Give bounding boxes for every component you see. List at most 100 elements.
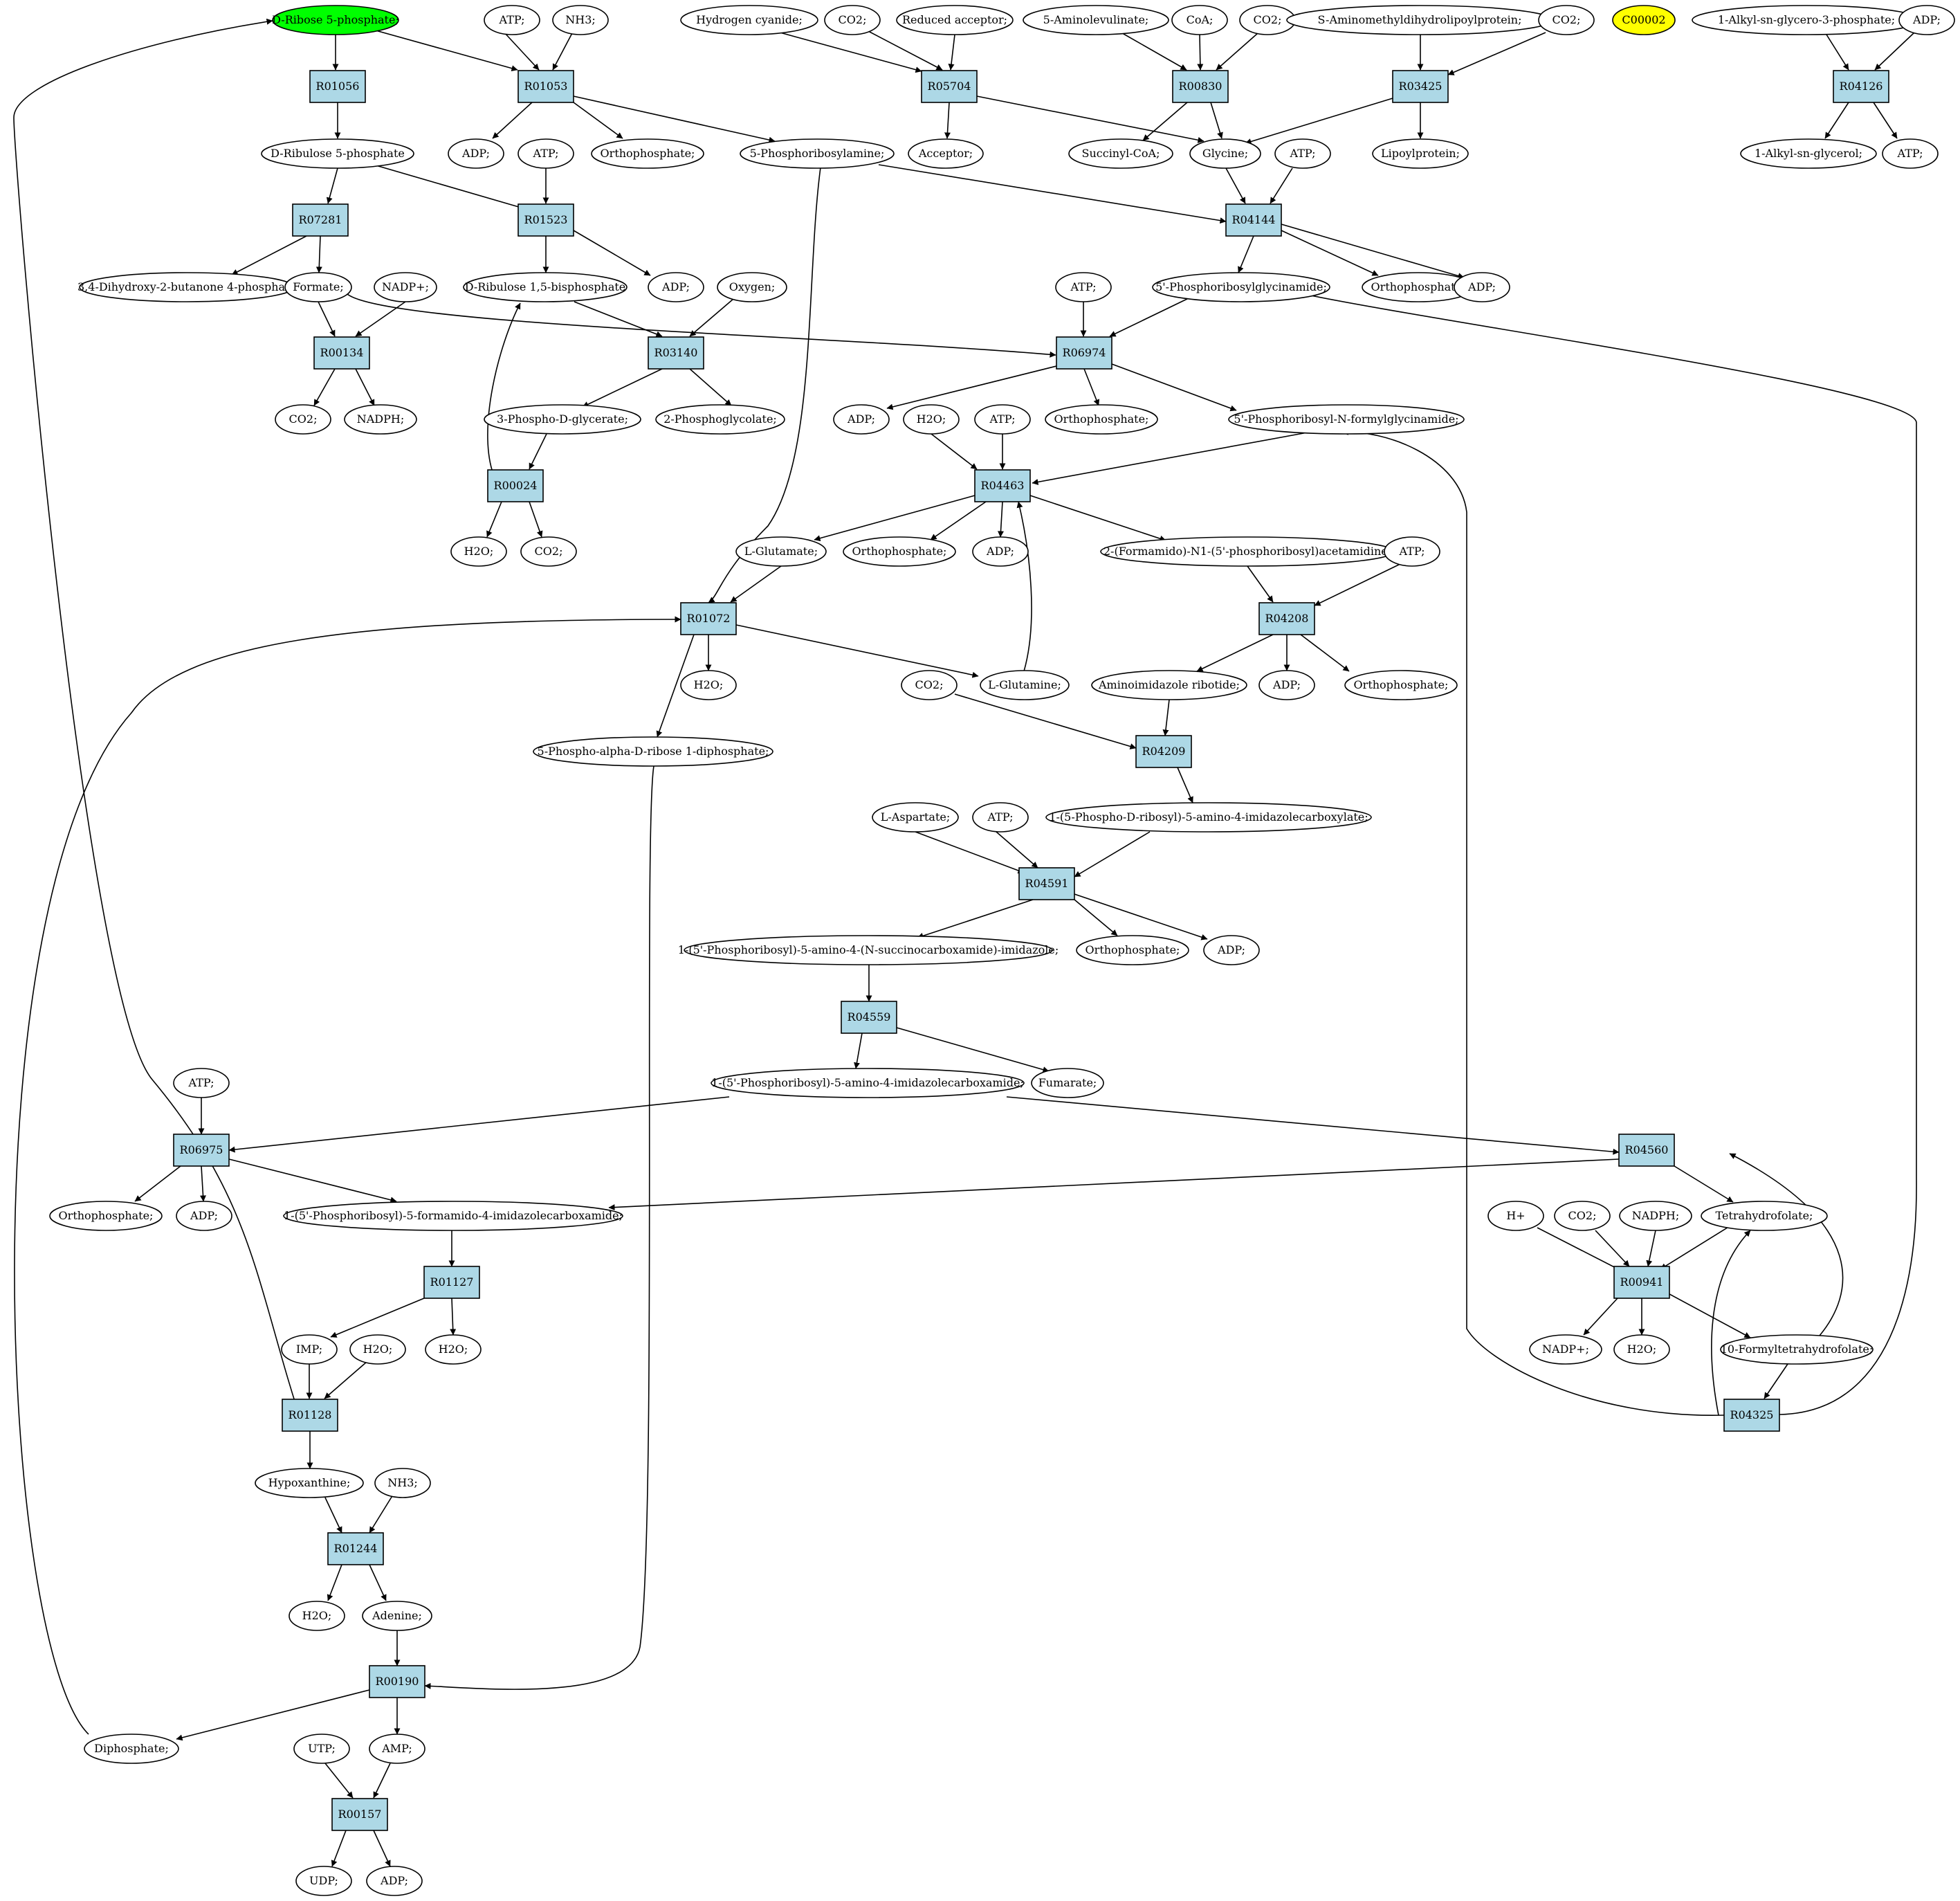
reaction-node-r-R01523[interactable]: R01523 — [518, 203, 574, 237]
reaction-node-r-R04591[interactable]: R04591 — [1018, 867, 1075, 900]
compound-node-c-pi6[interactable]: Orthophosphate; — [1076, 935, 1189, 965]
reaction-node-r-R00157[interactable]: R00157 — [331, 1798, 388, 1831]
reaction-node-r-R07281[interactable]: R07281 — [292, 203, 349, 237]
reaction-node-r-R04126[interactable]: R04126 — [1833, 70, 1889, 103]
reaction-node-r-R05704[interactable]: R05704 — [921, 70, 978, 103]
compound-node-c-atp2[interactable]: ATP; — [518, 138, 574, 169]
compound-node-c-pi4[interactable]: Orthophosphate; — [843, 536, 956, 567]
reaction-node-r-R01072[interactable]: R01072 — [680, 602, 737, 635]
reaction-node-r-R04144[interactable]: R04144 — [1225, 203, 1282, 237]
compound-node-c-alkylg3p[interactable]: 1-Alkyl-sn-glycero-3-phosphate; — [1692, 5, 1921, 35]
compound-node-c-atp-top[interactable]: ATP; — [1882, 138, 1939, 169]
compound-node-c-adp6[interactable]: ADP; — [1258, 670, 1315, 700]
compound-node-c-h2o2[interactable]: H2O; — [450, 536, 507, 567]
compound-node-c-dhbp[interactable]: 3,4-Dihydroxy-2-butanone 4-phosphate — [77, 272, 296, 302]
compound-node-c-udp[interactable]: UDP; — [295, 1866, 352, 1896]
compound-node-c-rubp[interactable]: D-Ribulose 1,5-bisphosphate — [463, 272, 628, 302]
compound-node-c-saicar[interactable]: 1-(5'-Phosphoribosyl)-5-amino-4-(N-succi… — [678, 935, 1059, 965]
reaction-node-r-R01128[interactable]: R01128 — [282, 1399, 338, 1432]
compound-node-c-ppi[interactable]: Diphosphate; — [84, 1734, 179, 1764]
compound-node-c-gar[interactable]: 5'-Phosphoribosylglycinamide; — [1152, 272, 1330, 302]
compound-node-c-nadp1[interactable]: NADP+; — [374, 272, 437, 302]
compound-node-c-h2o3[interactable]: H2O; — [680, 670, 737, 700]
reaction-node-r-R04560[interactable]: R04560 — [1618, 1134, 1675, 1167]
compound-node-c-adp2[interactable]: ADP; — [648, 272, 704, 302]
compound-node-c-adp-top[interactable]: ADP; — [1898, 5, 1955, 35]
compound-node-c-adp4[interactable]: ADP; — [833, 404, 890, 435]
compound-node-c-gln[interactable]: L-Glutamine; — [980, 670, 1070, 700]
compound-node-c-ru5p[interactable]: D-Ribulose 5-phosphate — [261, 138, 414, 169]
compound-node-c-fgam[interactable]: 2-(Formamido)-N1-(5'-phosphoribosyl)acet… — [1100, 536, 1395, 567]
compound-node-c-h2o6[interactable]: H2O; — [1613, 1334, 1670, 1365]
compound-node-c-atp3[interactable]: ATP; — [1274, 138, 1331, 169]
compound-node-c-pi1[interactable]: Orthophosphate; — [591, 138, 704, 169]
compound-node-c-co2-5[interactable]: CO2; — [520, 536, 577, 567]
compound-node-c-atp6[interactable]: ATP; — [1384, 536, 1440, 567]
reaction-node-r-R04559[interactable]: R04559 — [841, 1001, 897, 1034]
reaction-node-r-R04463[interactable]: R04463 — [974, 469, 1031, 502]
compound-node-c-adp8[interactable]: ADP; — [176, 1201, 232, 1231]
compound-node-c-atp5[interactable]: ATP; — [974, 404, 1031, 435]
compound-node-c-co2-7[interactable]: CO2; — [1554, 1201, 1611, 1231]
reaction-node-r-R00830[interactable]: R00830 — [1172, 70, 1229, 103]
compound-node-c-atp1[interactable]: ATP; — [484, 5, 540, 35]
reaction-node-r-R00134[interactable]: R00134 — [313, 336, 370, 370]
compound-node-c-h2o5[interactable]: H2O; — [425, 1334, 482, 1365]
compound-node-c-nh3-2[interactable]: NH3; — [374, 1468, 431, 1498]
reaction-node-r-R00024[interactable]: R00024 — [487, 469, 544, 502]
compound-node-c-ala[interactable]: 5-Aminolevulinate; — [1023, 5, 1169, 35]
compound-node-c-2pglyc[interactable]: 2-Phosphoglycolate; — [655, 404, 785, 435]
reaction-node-r-R03140[interactable]: R03140 — [648, 336, 704, 370]
compound-node-c-co2-3[interactable]: CO2; — [1538, 5, 1595, 35]
compound-node-c-gly[interactable]: Glycine; — [1189, 138, 1261, 169]
compound-node-c-c00002[interactable]: C00002 — [1612, 5, 1676, 35]
compound-node-c-air[interactable]: Aminoimidazole ribotide; — [1091, 670, 1247, 700]
compound-node-c-hypox[interactable]: Hypoxanthine; — [255, 1468, 364, 1498]
compound-node-c-samdl[interactable]: S-Aminomethyldihydrolipoylprotein; — [1286, 5, 1553, 35]
compound-node-c-co2-4[interactable]: CO2; — [275, 404, 331, 435]
compound-node-c-nadph2[interactable]: NADPH; — [1619, 1201, 1692, 1231]
compound-node-c-alkylg[interactable]: 1-Alkyl-sn-glycerol; — [1740, 138, 1877, 169]
compound-node-c-adenine[interactable]: Adenine; — [362, 1601, 432, 1631]
compound-node-c-faicar[interactable]: 1-(5'-Phosphoribosyl)-5-formamido-4-imid… — [283, 1201, 623, 1231]
compound-node-c-oxygen[interactable]: Oxygen; — [717, 272, 787, 302]
compound-node-c-acceptor[interactable]: Acceptor; — [908, 138, 984, 169]
reaction-node-r-R01244[interactable]: R01244 — [327, 1532, 384, 1565]
compound-node-c-prpa[interactable]: 5-Phosphoribosylamine; — [740, 138, 895, 169]
compound-node-c-aicar[interactable]: 1-(5'-Phosphoribosyl)-5-amino-4-imidazol… — [711, 1068, 1025, 1098]
compound-node-c-amp[interactable]: AMP; — [369, 1734, 425, 1764]
compound-node-c-hplus[interactable]: H+ — [1487, 1201, 1544, 1231]
compound-node-c-co2-1[interactable]: CO2; — [824, 5, 881, 35]
compound-node-c-h2o4[interactable]: H2O; — [349, 1334, 406, 1365]
reaction-node-r-R04208[interactable]: R04208 — [1258, 602, 1315, 635]
compound-node-c-nadp2[interactable]: NADP+; — [1529, 1334, 1602, 1365]
reaction-node-r-R00190[interactable]: R00190 — [369, 1665, 425, 1698]
compound-node-c-fgar[interactable]: 5'-Phosphoribosyl-N-formylglycinamide; — [1228, 404, 1465, 435]
reaction-node-r-R00941[interactable]: R00941 — [1613, 1266, 1670, 1299]
compound-node-c-3pg[interactable]: 3-Phospho-D-glycerate; — [484, 404, 641, 435]
compound-node-c-r5p[interactable]: D-Ribose 5-phosphate; — [272, 5, 399, 35]
reaction-node-r-R06975[interactable]: R06975 — [173, 1134, 230, 1167]
compound-node-c-adp7[interactable]: ADP; — [1203, 935, 1260, 965]
compound-node-c-h2o1[interactable]: H2O; — [903, 404, 960, 435]
compound-node-c-adp1[interactable]: ADP; — [448, 138, 504, 169]
reaction-node-r-R01053[interactable]: R01053 — [518, 70, 574, 103]
compound-node-c-cair[interactable]: 1-(5-Phospho-D-ribosyl)-5-amino-4-imidaz… — [1045, 802, 1372, 833]
reaction-node-r-R04325[interactable]: R04325 — [1723, 1399, 1780, 1432]
compound-node-c-pi2[interactable]: Orthophosphate; — [1362, 272, 1475, 302]
compound-node-c-utp[interactable]: UTP; — [293, 1734, 350, 1764]
compound-node-c-h2o7[interactable]: H2O; — [288, 1601, 345, 1631]
compound-node-c-hcn[interactable]: Hydrogen cyanide; — [680, 5, 818, 35]
compound-node-c-pi5[interactable]: Orthophosphate; — [1344, 670, 1458, 700]
compound-node-c-nh3-1[interactable]: NH3; — [552, 5, 609, 35]
compound-node-c-redacc[interactable]: Reduced acceptor; — [896, 5, 1014, 35]
compound-node-c-coa[interactable]: CoA; — [1171, 5, 1228, 35]
compound-node-c-formate[interactable]: Formate; — [284, 272, 352, 302]
compound-node-c-atp8[interactable]: ATP; — [173, 1068, 230, 1098]
compound-node-c-fumarate[interactable]: Fumarate; — [1031, 1068, 1104, 1098]
compound-node-c-glu[interactable]: L-Glutamate; — [735, 536, 827, 567]
compound-node-c-atp4[interactable]: ATP; — [1055, 272, 1112, 302]
compound-node-c-lipoyl[interactable]: Lipoylprotein; — [1372, 138, 1469, 169]
compound-node-c-imp[interactable]: IMP; — [281, 1334, 338, 1365]
compound-node-c-adp5[interactable]: ADP; — [972, 536, 1029, 567]
